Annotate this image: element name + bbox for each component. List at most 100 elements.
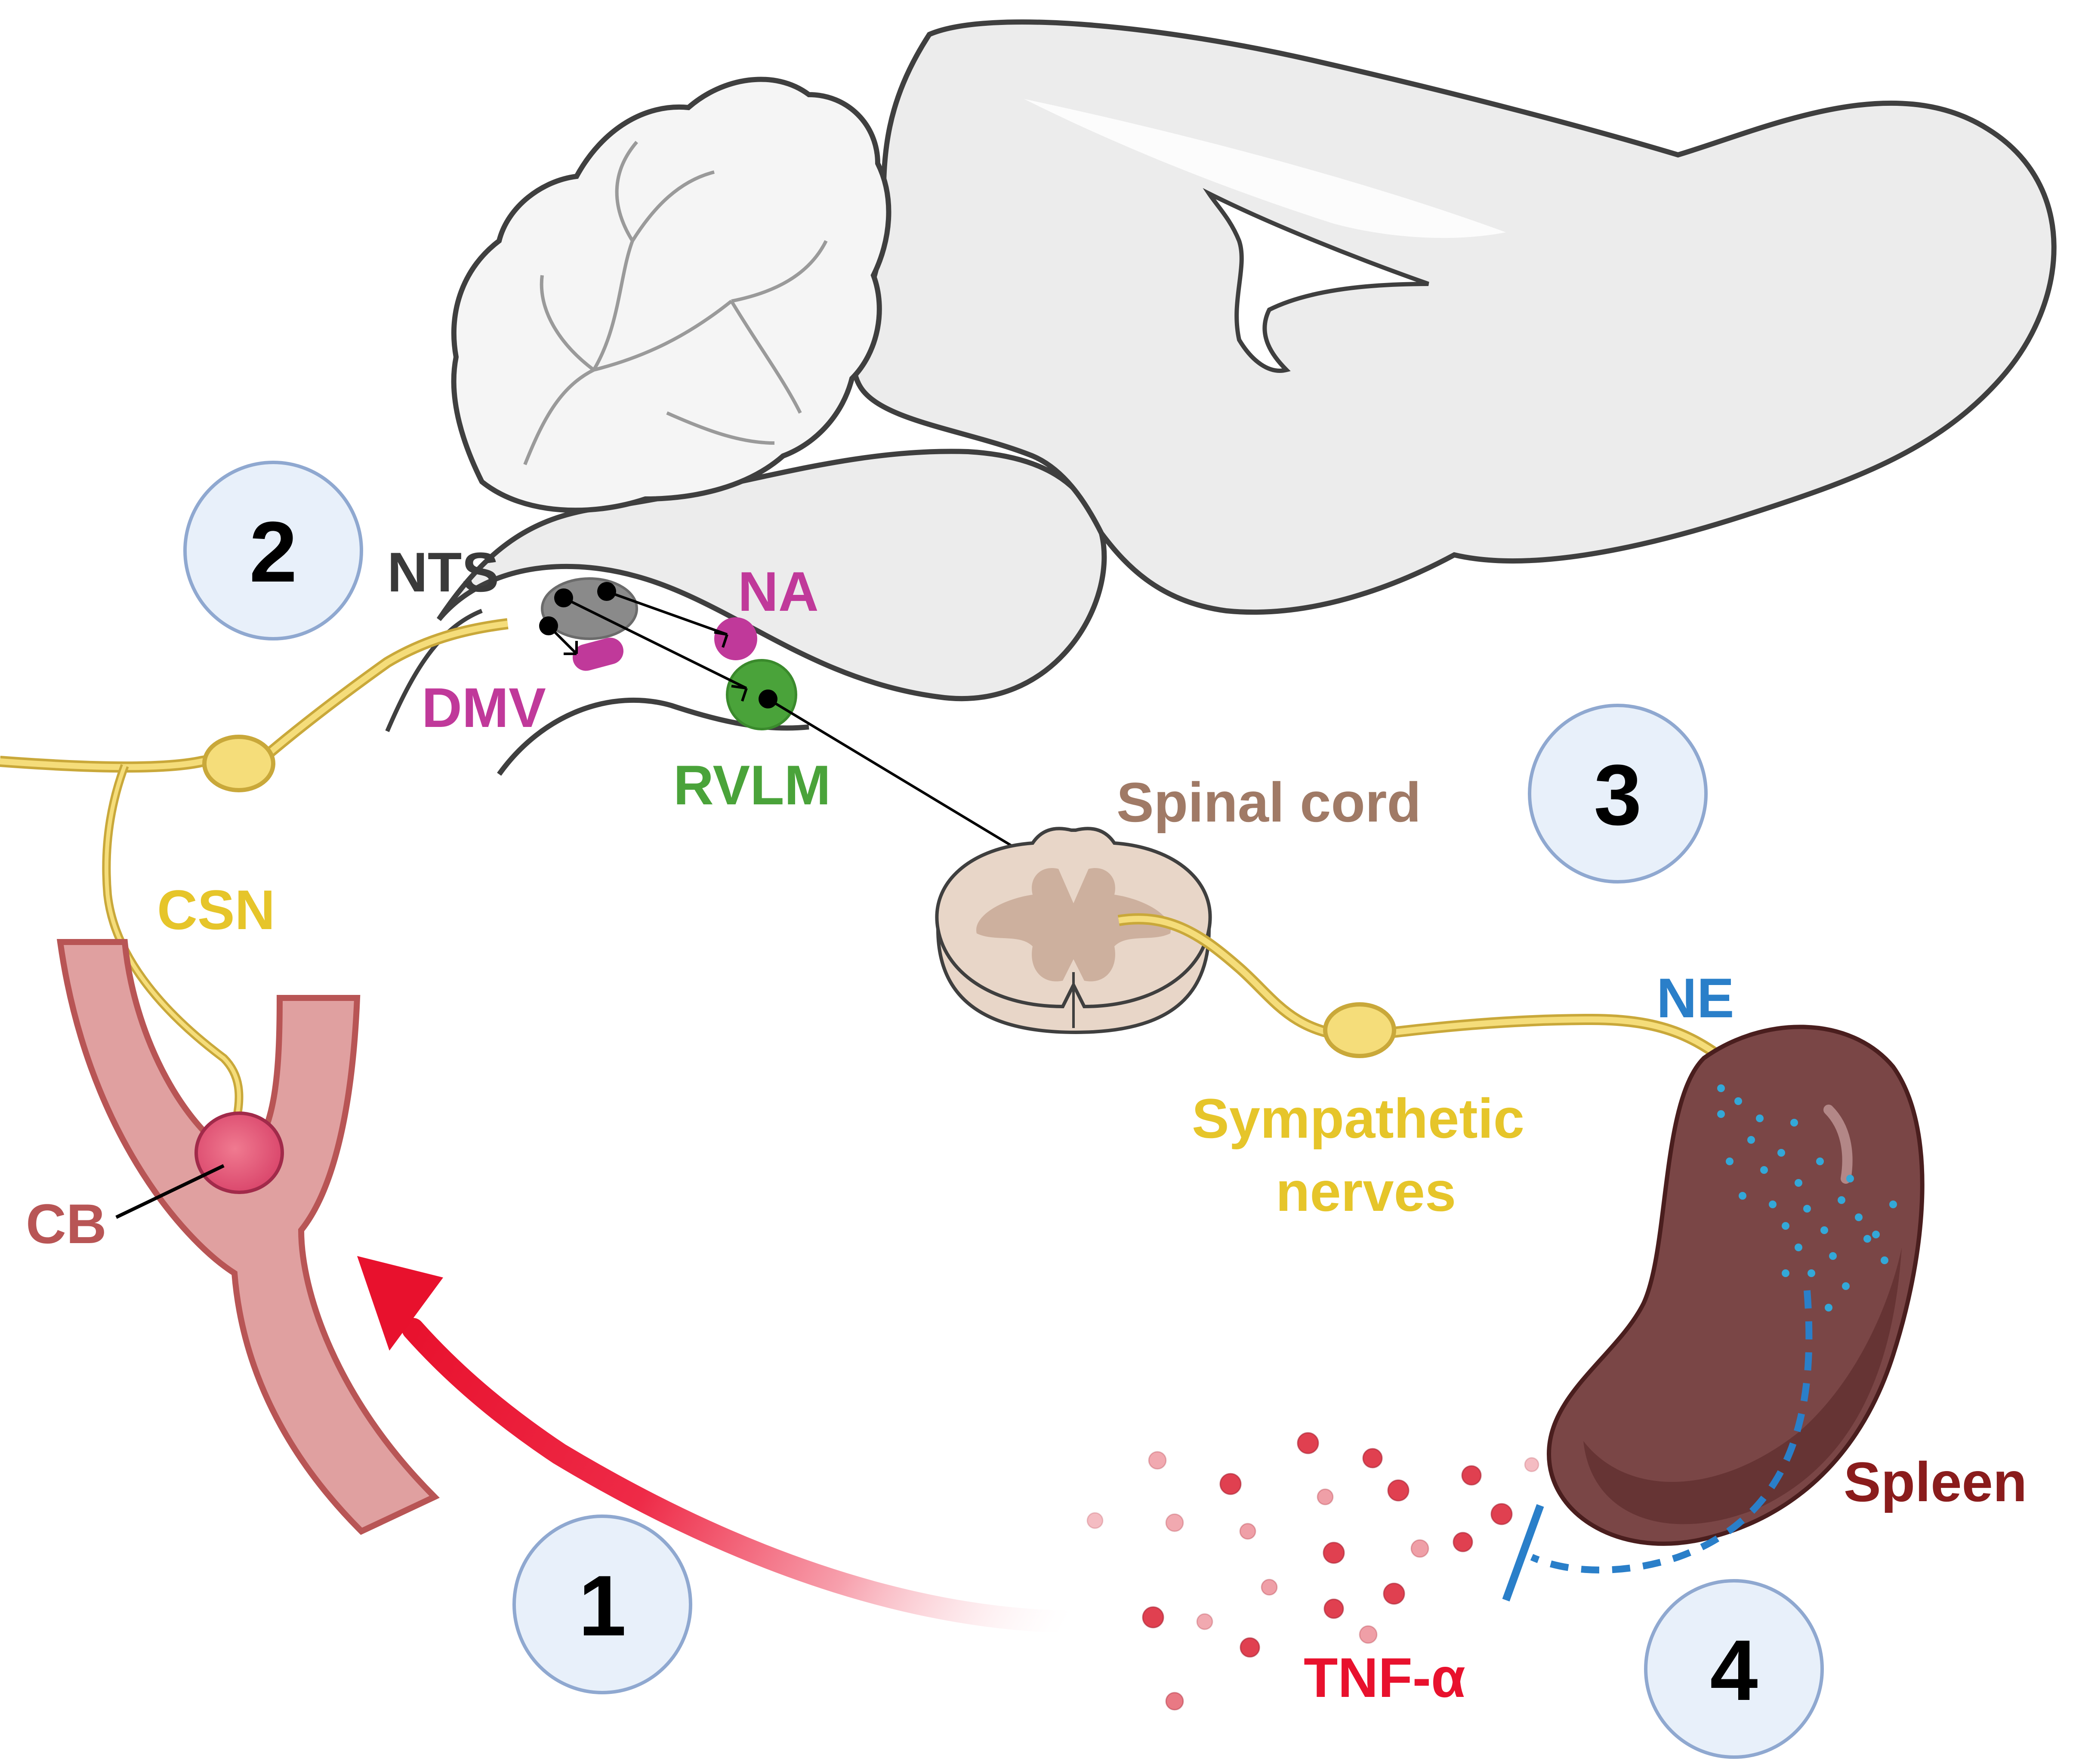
nts-to-rvlm-fiber xyxy=(563,597,748,702)
ne-dot xyxy=(1842,1282,1850,1290)
tnf-particles xyxy=(1086,1432,1539,1711)
spleen xyxy=(1546,1025,1925,1546)
rvlm-label: RVLM xyxy=(673,754,831,816)
carotid-body xyxy=(194,1111,284,1194)
arrow-shaft xyxy=(402,1318,1074,1633)
ne-label: NE xyxy=(1656,967,1734,1029)
ne-dot xyxy=(1820,1226,1828,1234)
inhibition-bar xyxy=(1502,1504,1544,1602)
brain xyxy=(385,19,2057,776)
tnf-particle xyxy=(1086,1512,1104,1529)
tnf-particle xyxy=(1453,1532,1473,1552)
ne-dot xyxy=(1795,1179,1802,1187)
tnf-particle xyxy=(1387,1479,1410,1502)
ne-dot xyxy=(1872,1231,1880,1238)
ne-dot xyxy=(1808,1269,1815,1277)
tnf-particle xyxy=(1142,1606,1164,1629)
tnf-particle xyxy=(1383,1582,1405,1605)
ne-dot xyxy=(1863,1235,1871,1243)
step-markers: 1 2 3 4 xyxy=(183,461,1824,1759)
ne-dot xyxy=(1726,1158,1734,1165)
ne-dot xyxy=(1838,1196,1845,1204)
step-3-circle xyxy=(1528,704,1708,884)
ne-dot xyxy=(1881,1256,1888,1264)
csn-nerve xyxy=(0,618,509,1119)
carotid-artery xyxy=(56,939,440,1535)
tnf-particle xyxy=(1362,1448,1383,1468)
tnf-particle xyxy=(1239,1523,1256,1540)
ne-dot xyxy=(1816,1158,1824,1165)
sympathetic-nerve xyxy=(1117,913,1737,1071)
nts-label: NTS xyxy=(387,541,499,603)
labels: NTS NA DMV RVLM CSN CB Spinal cord NE Sy… xyxy=(26,541,2027,1709)
step-1-circle xyxy=(512,1515,692,1694)
csn-label: CSN xyxy=(157,878,275,941)
ne-dot xyxy=(1760,1166,1768,1174)
ne-dot xyxy=(1889,1201,1897,1208)
cerebellum xyxy=(451,77,891,513)
step-3-label: 3 xyxy=(1594,747,1641,843)
cb-label: CB xyxy=(26,1192,107,1255)
ne-dot xyxy=(1846,1175,1854,1182)
cerebrum-highlight xyxy=(1024,99,1506,238)
sympathetic-fiber xyxy=(1117,913,1737,1071)
dmv-nucleus xyxy=(572,637,624,671)
carotid-bifurcation xyxy=(56,939,440,1535)
ne-dot xyxy=(1756,1114,1764,1122)
ne-dot xyxy=(1734,1097,1742,1105)
csn-branch-inner xyxy=(104,765,241,1119)
tnf-particle xyxy=(1490,1503,1513,1525)
ne-dot xyxy=(1769,1201,1777,1208)
dmv-label: DMV xyxy=(422,676,546,739)
sympathetic-label-line2: nerves xyxy=(1276,1160,1456,1223)
ne-dot xyxy=(1829,1252,1837,1260)
tnf-particle xyxy=(1359,1625,1378,1644)
tnf-particle xyxy=(1261,1579,1278,1596)
step-4-label: 4 xyxy=(1710,1622,1758,1718)
gray-matter xyxy=(976,868,1171,982)
csn-ganglion xyxy=(202,735,275,792)
cerebellum-folia xyxy=(523,141,828,465)
ne-dot xyxy=(1747,1136,1755,1144)
ne-dot xyxy=(1739,1192,1746,1200)
tnf-particle xyxy=(1323,1598,1344,1619)
tnf-particle xyxy=(1148,1451,1167,1470)
tnf-particle xyxy=(1196,1613,1213,1630)
tnf-particle xyxy=(1317,1488,1334,1505)
ne-dot xyxy=(1717,1110,1725,1118)
ventricle xyxy=(1203,188,1429,373)
tnf-particle xyxy=(1461,1465,1482,1486)
nts-to-dmv-fiber xyxy=(547,625,578,655)
nts-to-na-fiber xyxy=(606,590,728,648)
spleen-highlight xyxy=(1823,1105,1853,1184)
tnf-particle xyxy=(1524,1457,1539,1472)
ne-dot xyxy=(1855,1213,1863,1221)
tnf-particle xyxy=(1165,1692,1184,1711)
ne-dot xyxy=(1803,1205,1811,1213)
arrow-head xyxy=(357,1256,443,1351)
ne-dot xyxy=(1782,1222,1789,1230)
inhibition-dashed-line xyxy=(1530,1290,1813,1573)
spinal-cord-label: Spinal cord xyxy=(1117,771,1421,834)
ne-dot xyxy=(1795,1244,1802,1251)
ne-dot xyxy=(1790,1119,1798,1127)
tnf-particle xyxy=(1165,1513,1184,1532)
spleen-inhibition-pathway xyxy=(1502,1290,1813,1602)
step-1-label: 1 xyxy=(578,1558,626,1654)
na-label: NA xyxy=(738,560,819,623)
ne-dot xyxy=(1717,1084,1725,1092)
spleen-label: Spleen xyxy=(1844,1450,2027,1513)
ne-dot xyxy=(1782,1269,1789,1277)
tnf-to-cb-arrow xyxy=(357,1256,1074,1633)
tnf-particle xyxy=(1410,1539,1429,1558)
cb-pointer-line xyxy=(115,1164,225,1219)
cerebrum xyxy=(851,19,2057,615)
ne-dot xyxy=(1777,1149,1785,1157)
tnf-particle xyxy=(1297,1432,1319,1454)
tnf-particle xyxy=(1219,1473,1242,1495)
step-2-circle xyxy=(183,461,363,640)
tnf-particle xyxy=(1323,1542,1345,1564)
tnf-label: TNF-α xyxy=(1304,1646,1465,1709)
